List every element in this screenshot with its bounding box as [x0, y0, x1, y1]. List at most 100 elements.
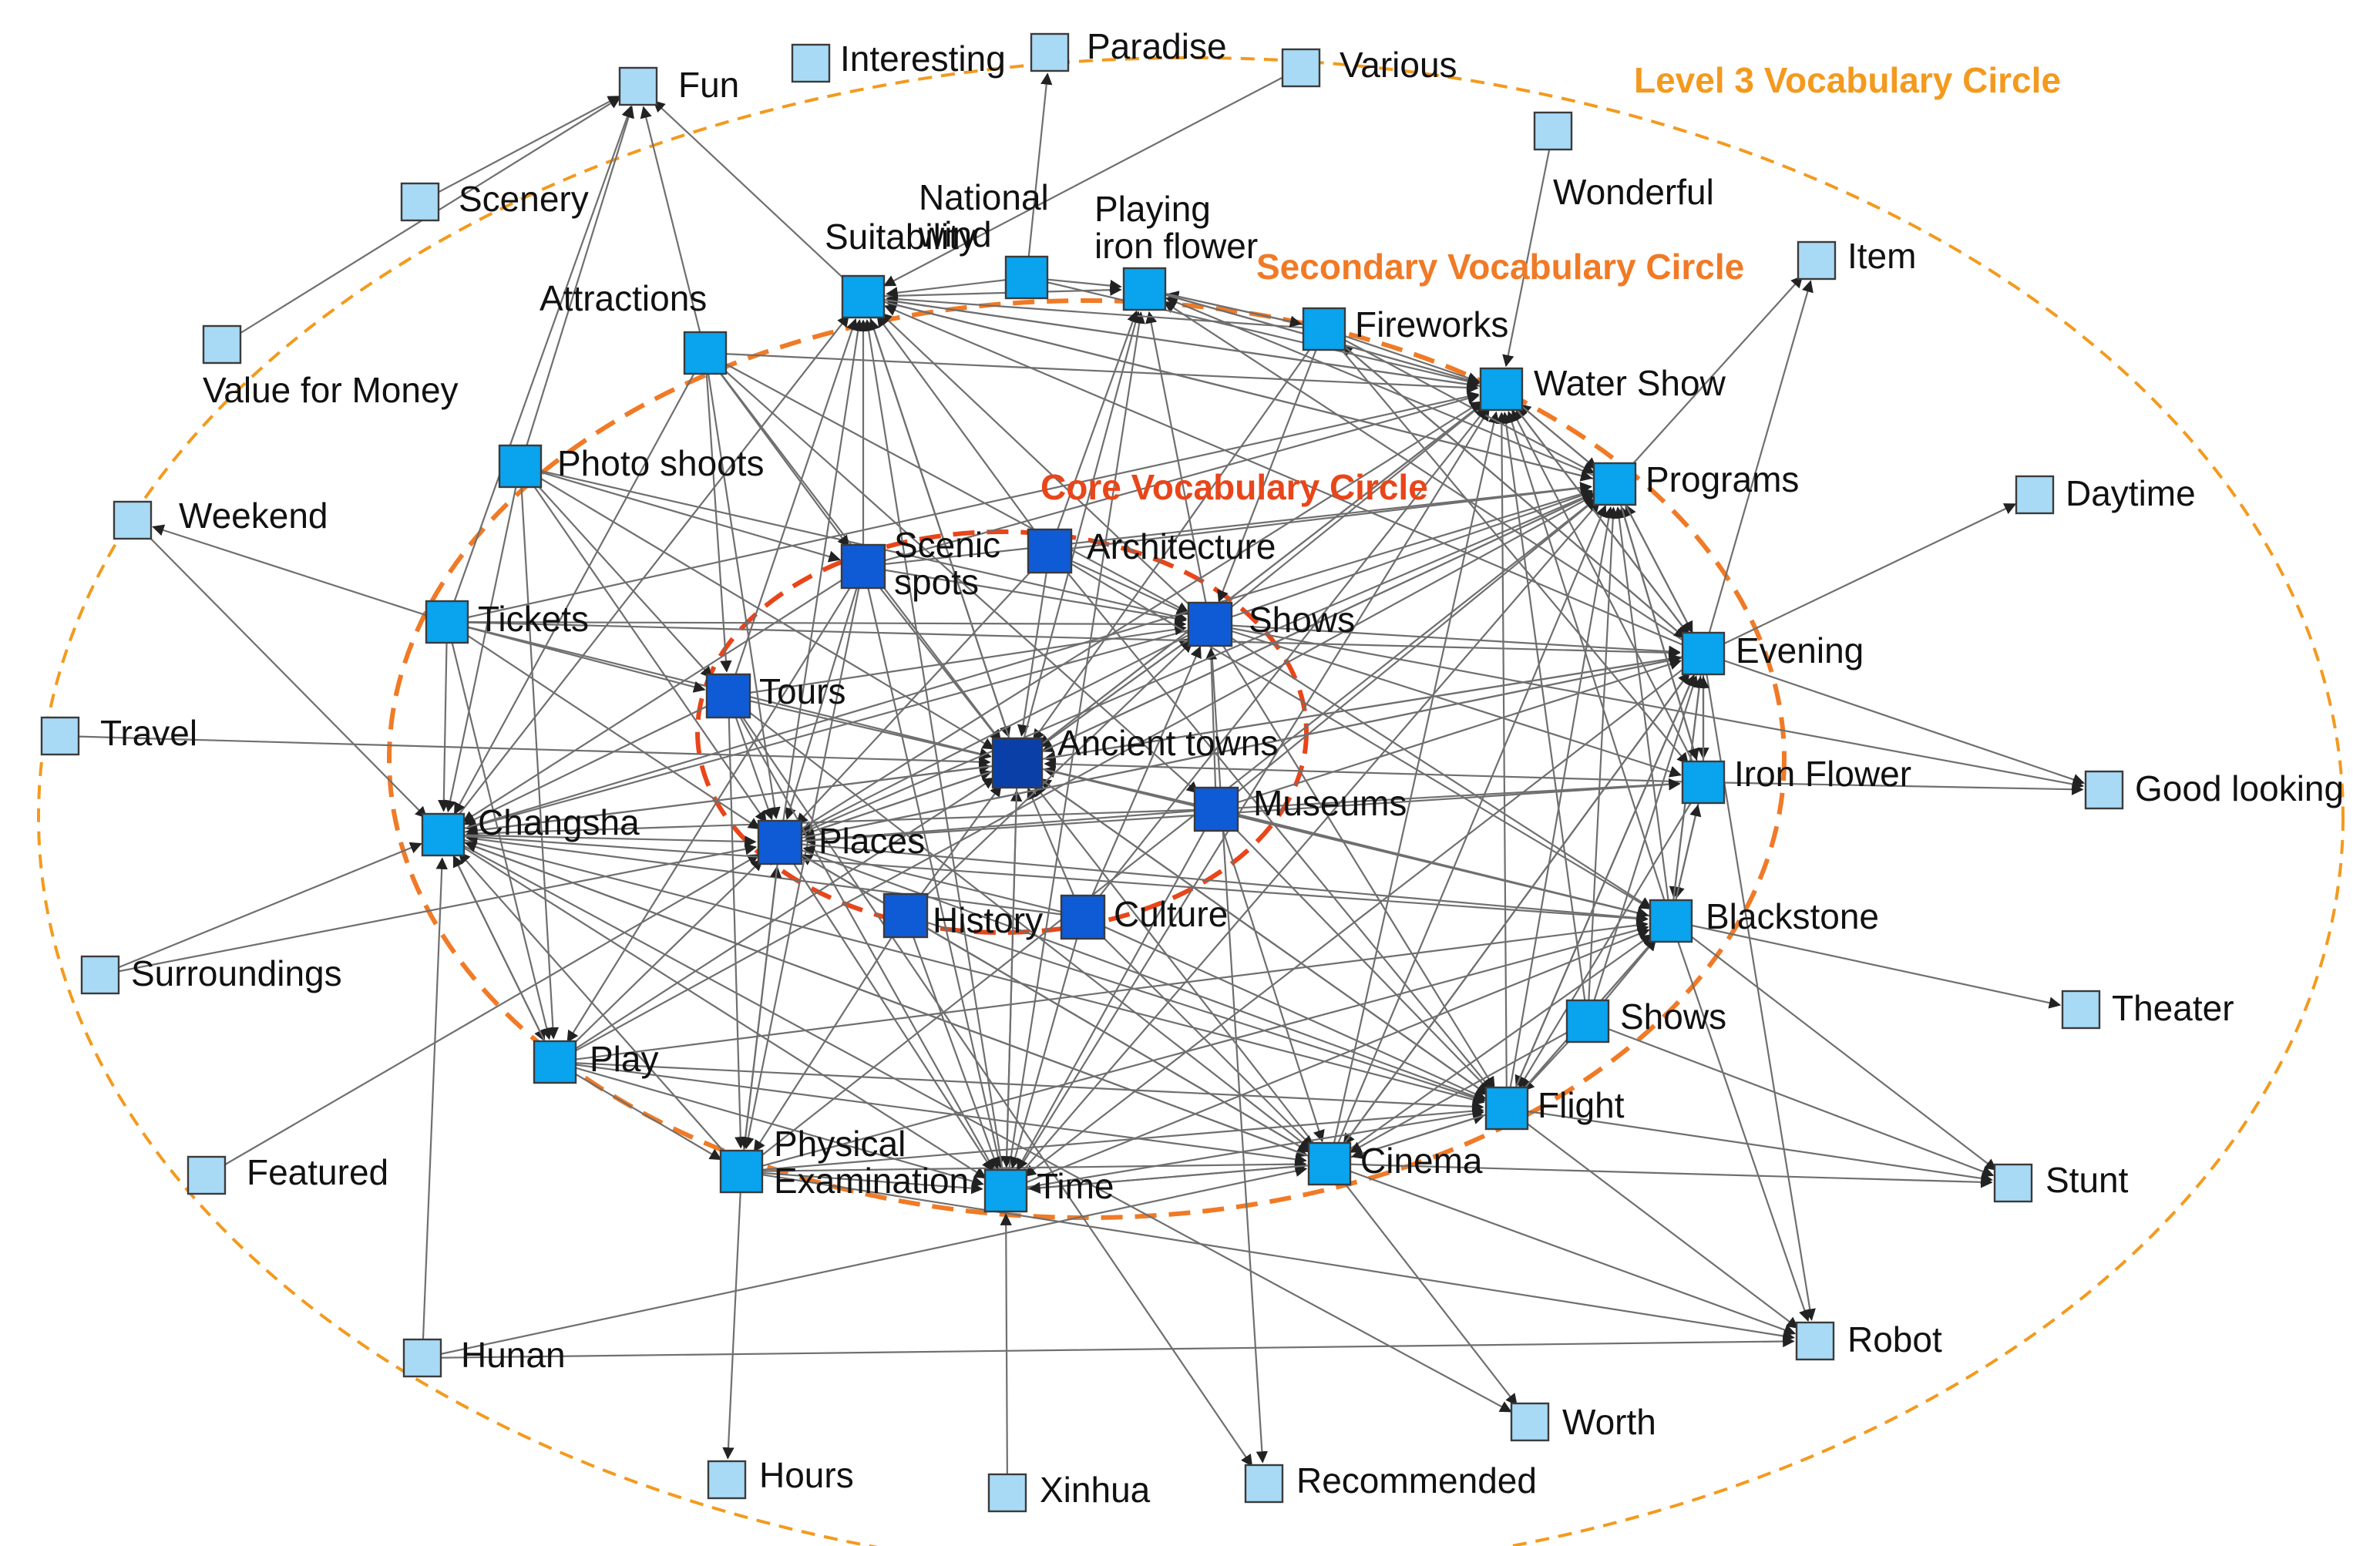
edge-tickets-to-fun: [445, 105, 634, 623]
node-square-nationalwind: [1004, 255, 1049, 300]
node-square-stunt: [1993, 1163, 2033, 1203]
node-square-xinhua: [987, 1473, 1027, 1513]
node-label-time: Time: [1037, 1166, 1114, 1206]
node-square-watershow: [1479, 367, 1524, 412]
edge-attractions-to-places: [704, 352, 781, 819]
edge-tickets-to-changsha: [438, 621, 450, 812]
edge-museums-to-flight: [1215, 808, 1491, 1092]
node-label-line: Attractions: [540, 278, 707, 318]
edge-changsha-to-blackstone: [442, 833, 1649, 925]
edge-scenery-to-fun: [419, 96, 620, 203]
edge-shows_core-to-programs: [1209, 489, 1594, 626]
edge-places-to-programs: [779, 492, 1594, 844]
edge-ancient-to-watershow: [1017, 403, 1484, 764]
edge-ancient-to-places: [802, 761, 1018, 837]
node-label-surroundings: Surroundings: [131, 953, 342, 993]
node-label-paradise: Paradise: [1087, 26, 1227, 66]
node-square-various: [1281, 48, 1321, 88]
edge-play-to-changsha: [452, 855, 556, 1063]
node-label-line: Scenery: [459, 179, 589, 219]
node-item: Item: [1797, 236, 1916, 281]
edge-culture-to-time: [1009, 916, 1084, 1169]
node-label-line: Wonderful: [1553, 172, 1714, 212]
edge-time-to-flight: [1005, 1107, 1484, 1192]
node-featured: Featured: [187, 1152, 388, 1195]
node-square-theater: [2061, 990, 2101, 1030]
edge-tours-to-physical: [727, 695, 747, 1149]
node-label-xinhua: Xinhua: [1040, 1470, 1151, 1510]
edge-architecture-to-places: [795, 550, 1050, 825]
edge-play-to-time: [554, 1060, 984, 1188]
node-square-changsha: [421, 812, 466, 857]
edge-scenic-to-watershow: [862, 392, 1480, 568]
node-label-line: Stunt: [2046, 1160, 2129, 1200]
node-label-line: Travel: [100, 713, 197, 753]
node-label-line: Flight: [1538, 1085, 1625, 1125]
edge-programs-to-evening: [1614, 483, 1693, 634]
edge-ancient-to-playingiron: [1016, 311, 1141, 764]
node-label-museums: Museums: [1253, 783, 1407, 823]
node-goodlooking: Good looking: [2084, 768, 2344, 810]
edge-attractions-to-watershow: [704, 351, 1479, 394]
edge-museums-to-cinema: [1215, 808, 1325, 1142]
edge-physical-to-changsha: [458, 852, 742, 1172]
edge-places-to-watershow: [779, 401, 1483, 843]
edge-culture-to-shows_core: [1081, 645, 1202, 918]
node-label-hours: Hours: [759, 1455, 854, 1495]
edge-shows_core-to-suitability: [879, 312, 1211, 625]
node-square-flight: [1484, 1086, 1529, 1131]
edge-flight-to-cinema: [1351, 1107, 1508, 1159]
edge-changsha-to-suitability: [442, 314, 849, 835]
edge-attractions-to-changsha: [453, 352, 706, 815]
node-fun: Fun: [618, 65, 739, 106]
core-vocabulary-circle: [695, 529, 1309, 935]
node-label-culture: Culture: [1114, 894, 1228, 934]
level3-vocabulary-circle: [37, 56, 2345, 1546]
edge-nationalwind-to-suitability: [886, 276, 1027, 299]
edge-fireworks-to-watershow: [1323, 328, 1481, 384]
node-label-programs: Programs: [1645, 459, 1799, 499]
node-label-line: Play: [590, 1039, 658, 1079]
edge-flight-to-stunt: [1506, 1107, 1993, 1185]
node-label-line: Robot: [1847, 1319, 1942, 1359]
edge-physical-to-hours: [722, 1171, 743, 1460]
edge-museums-to-ironflower: [1215, 778, 1681, 811]
edge-evening-to-goodlooking: [1703, 652, 2085, 785]
node-square-valueformoney: [202, 324, 242, 365]
edge-changsha-to-places: [442, 833, 757, 848]
node-label-ironflower: Iron Flower: [1734, 754, 1911, 794]
node-label-changsha: Changsha: [478, 802, 640, 842]
node-label-line: Fireworks: [1355, 304, 1508, 344]
edge-play-to-flight: [554, 1060, 1484, 1113]
edge-nationalwind-to-paradise: [1025, 72, 1053, 278]
edge-blackstone-to-watershow: [1506, 411, 1672, 922]
edge-play-to-cinema: [554, 1060, 1307, 1165]
node-label-line: Various: [1340, 45, 1457, 85]
edge-suitability-to-programs: [862, 295, 1593, 482]
edge-shows2-to-evening: [1586, 675, 1699, 1022]
node-square-evening: [1681, 631, 1726, 676]
node-label-theater: Theater: [2112, 988, 2234, 1028]
edge-changsha-to-programs: [442, 488, 1593, 836]
node-xinhua: Xinhua: [987, 1470, 1151, 1513]
node-label-flight: Flight: [1538, 1085, 1625, 1125]
node-square-travel: [40, 716, 80, 756]
edge-culture-to-places: [802, 845, 1084, 919]
node-square-interesting: [791, 43, 831, 83]
node-label-line: Fun: [678, 65, 739, 105]
edge-cinema-to-changsha: [464, 841, 1330, 1165]
edge-playingiron-to-fireworks: [1144, 287, 1303, 328]
node-square-ironflower: [1681, 760, 1726, 805]
edge-scenic-to-places: [784, 566, 865, 820]
node-square-weekend: [113, 500, 153, 540]
edge-tours-to-ancient: [728, 694, 992, 761]
node-play: Play: [533, 1039, 658, 1084]
edge-suitability-to-playingiron: [862, 284, 1122, 298]
edge-blackstone-to-stunt: [1670, 920, 1997, 1171]
edge-shows_core-to-flight: [1209, 623, 1495, 1089]
node-label-fun: Fun: [678, 65, 739, 105]
node-various: Various: [1281, 45, 1457, 88]
